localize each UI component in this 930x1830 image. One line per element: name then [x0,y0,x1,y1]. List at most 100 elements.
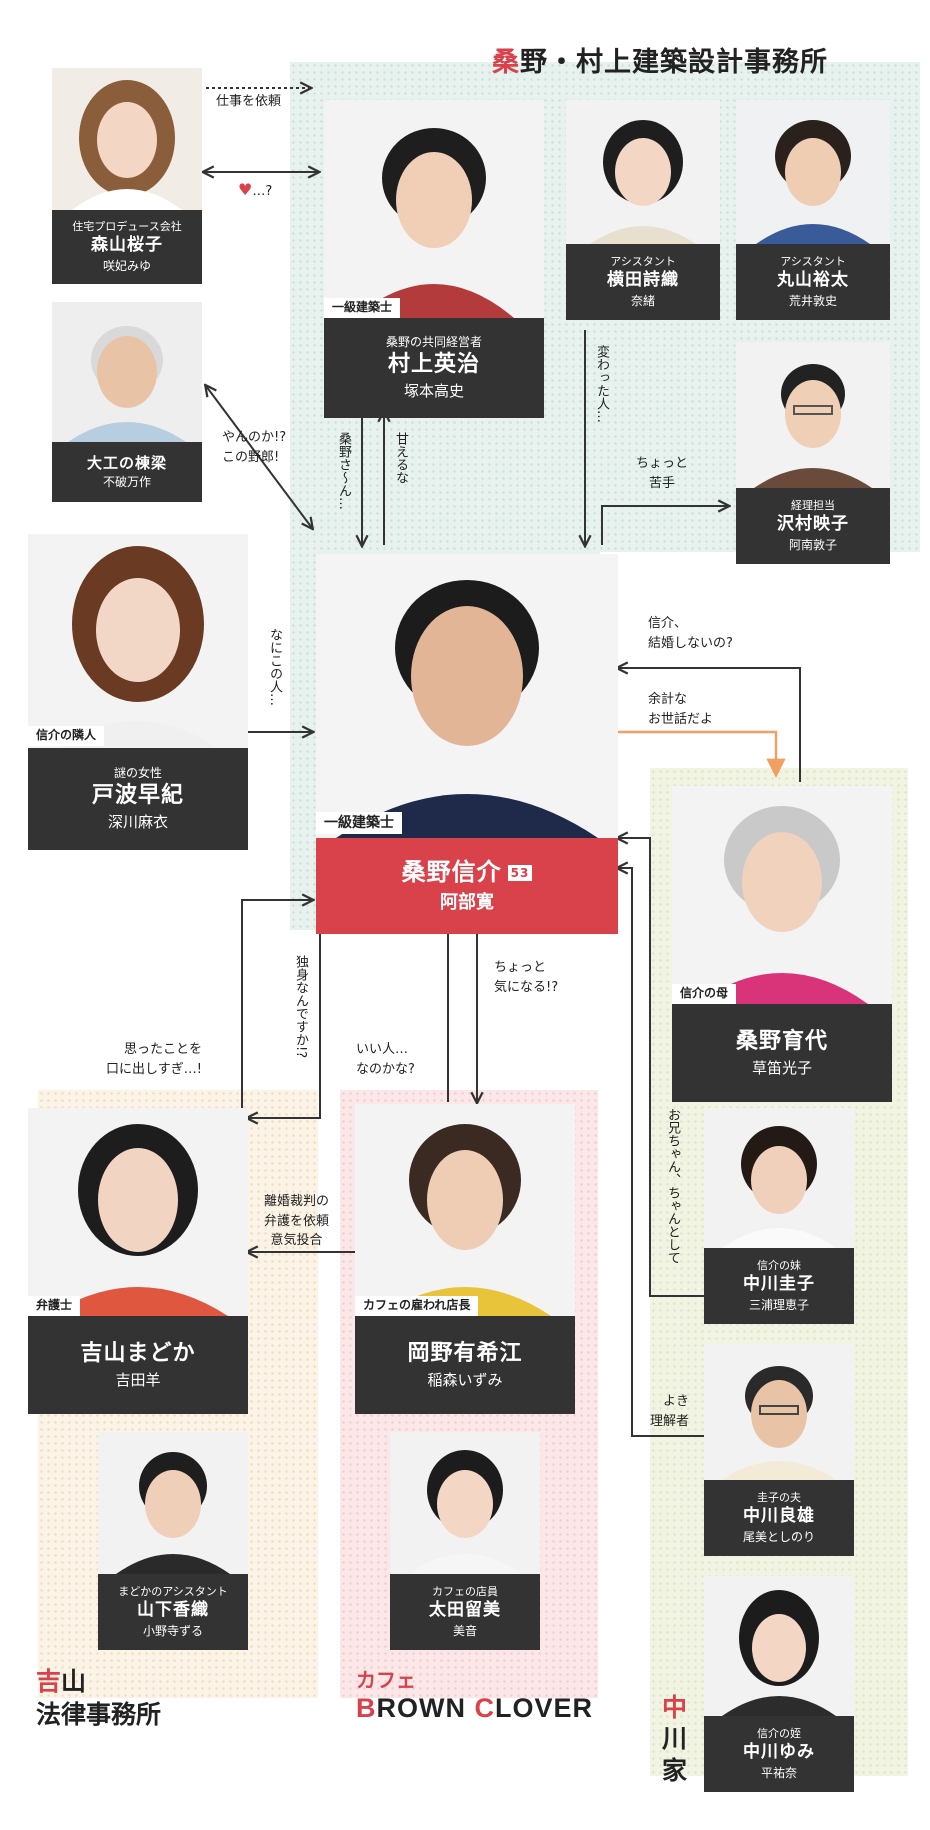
card-murakami-eiji: 一級建築士 桑野の共同経営者 村上英治 塚本高史 [324,100,544,418]
heart-icon: ♥ [238,180,253,199]
portrait-yamashita [98,1432,248,1574]
arrow-kuwano-yoshiyama [248,916,321,1118]
nameplate-daiku: 大工の棟梁 不破万作 [52,442,202,502]
label-kekkon: 信介、結婚しないの? [648,616,733,651]
name-maruyama: 丸山裕太 [777,270,849,291]
label-kuwano-san: 桑野さ〜ん… [335,432,351,510]
nameplate-yamashita: まどかのアシスタント 山下香織 小野寺ずる [98,1574,248,1650]
nameplate-toba: 謎の女性 戸波早紀 深川麻衣 [28,748,248,850]
name-yoshio: 中川良雄 [743,1506,815,1527]
name-yokota: 横田詩織 [607,270,679,291]
actor-keiko: 三浦理恵子 [748,1298,809,1313]
name-toba: 戸波早紀 [91,783,184,809]
role-yoshio: 圭子の夫 [757,1490,801,1504]
portrait-yumi [704,1576,854,1716]
actor-sawamura: 阿南敦子 [788,538,837,553]
label-yoki: よき理解者 [650,1394,690,1429]
tag-murakami: 一級建築士 [324,298,401,318]
name-murakami: 村上英治 [387,352,480,378]
nameplate-yumi: 信介の姪 中川ゆみ 平祐奈 [704,1716,854,1792]
portrait-yoshiyama [28,1108,248,1316]
tag-okano: カフェの雇われ店長 [355,1296,479,1316]
portrait-kuwano [316,554,618,838]
actor-maruyama: 荒井敦史 [788,294,837,309]
card-yoshiyama-madoka: 弁護士 吉山まどか 吉田羊 [28,1108,248,1414]
zone-label-office: 桑野・村上建築設計事務所 [492,47,828,78]
actor-ikuyo: 草笛光子 [751,1058,812,1077]
card-nakagawa-yoshio: 圭子の夫 中川良雄 尾美としのり [704,1344,854,1556]
role-yokota: アシスタント [610,254,676,268]
actor-yokota: 奈緒 [630,294,655,309]
nameplate-sawamura: 経理担当 沢村映子 阿南敦子 [736,488,890,564]
card-daiku-no-toryo: 大工の棟梁 不破万作 [52,302,202,502]
nameplate-ota: カフェの店員 太田留美 美音 [390,1574,540,1650]
card-yamashita-kaori: まどかのアシスタント 山下香織 小野寺ずる [98,1432,248,1650]
portrait-toba [28,534,248,748]
portrait-ikuyo [672,786,892,1004]
label-dokushin: 独身なんですか!? [292,955,308,1059]
name-yoshiyama: 吉山まどか [80,1340,196,1366]
role-yamashita: まどかのアシスタント [118,1584,228,1598]
role-keiko: 信介の妹 [757,1258,801,1272]
card-nakagawa-keiko: 信介の妹 中川圭子 三浦理恵子 [704,1108,854,1324]
card-toba-saki: 信介の隣人 謎の女性 戸波早紀 深川麻衣 [28,534,248,850]
actor-yoshio: 尾美としのり [742,1530,815,1545]
nameplate-yokota: アシスタント 横田詩織 奈緒 [566,244,720,320]
name-daiku: 大工の棟梁 [86,453,167,472]
card-yokota-shiori: アシスタント 横田詩織 奈緒 [566,100,720,320]
name-okano: 岡野有希江 [407,1340,523,1366]
label-iihito: いい人…なのかな? [356,1042,415,1077]
tag-yoshiyama: 弁護士 [28,1296,81,1316]
role-yumi: 信介の姪 [757,1726,801,1740]
role-moriyama: 住宅プロデュース会社 [72,219,182,233]
portrait-yokota [566,100,720,244]
role-murakami: 桑野の共同経営者 [385,334,482,349]
actor-murakami: 塚本高史 [403,381,464,400]
label-omotta: 思ったことを口に出しすぎ…! [106,1042,202,1077]
label-yanno: やんのか!?この野郎! [222,430,287,465]
portrait-sawamura [736,342,890,488]
name-yumi: 中川ゆみ [743,1742,815,1763]
label-amaeruna: 甘えるな [392,432,408,484]
nameplate-keiko: 信介の妹 中川圭子 三浦理恵子 [704,1248,854,1324]
label-rikon: 離婚裁判の弁護を依頼意気投合 [264,1194,330,1248]
name-keiko: 中川圭子 [743,1274,815,1295]
zone-label-office-text: 野・村上建築設計事務所 [520,47,828,78]
zone-label-family: 中 川 家 [662,1693,688,1785]
actor-toba: 深川麻衣 [107,812,168,831]
card-kuwano-ikuyo: 信介の母 桑野育代 草笛光子 [672,786,892,1102]
nameplate-moriyama: 住宅プロデュース会社 森山桜子 咲妃みゆ [52,210,202,284]
zone-label-cafe-name: BROWN CLOVER [356,1693,593,1723]
portrait-moriyama [52,68,202,210]
nameplate-yoshio: 圭子の夫 中川良雄 尾美としのり [704,1480,854,1556]
actor-yumi: 平祐奈 [760,1766,797,1781]
name-moriyama: 森山桜子 [91,235,163,256]
label-oniichan: お兄ちゃん、ちゃんとして [664,1108,680,1264]
label-nanikono: なにこの人… [266,628,282,706]
actor-daiku: 不破万作 [102,475,151,490]
portrait-yoshio [704,1344,854,1480]
label-kininaru: ちょっと気になる!? [494,960,559,995]
portrait-ota [390,1432,540,1574]
portrait-daiku [52,302,202,442]
nameplate-maruyama: アシスタント 丸山裕太 荒井敦史 [736,244,890,320]
role-maruyama: アシスタント [780,254,846,268]
card-ota-rumi: カフェの店員 太田留美 美音 [390,1432,540,1650]
zone-label-law-line1: 吉山 [36,1667,87,1696]
card-nakagawa-yumi: 信介の姪 中川ゆみ 平祐奈 [704,1576,854,1792]
name-ikuyo: 桑野育代 [735,1028,828,1054]
role-toba: 謎の女性 [113,765,162,780]
label-kawatta: 変わった人… [593,345,609,423]
role-sawamura: 経理担当 [791,498,835,512]
actor-yoshiyama: 吉田羊 [115,1370,161,1389]
zone-label-cafe: カフェ BROWN CLOVER [356,1668,593,1724]
actor-moriyama: 咲妃みゆ [102,259,151,274]
actor-yamashita: 小野寺ずる [142,1624,203,1639]
zone-label-cafe-sub: カフェ [356,1668,416,1692]
actor-kuwano: 阿部寛 [440,891,494,913]
label-chotto-nigate: ちょっと苦手 [636,456,689,491]
portrait-maruyama [736,100,890,244]
